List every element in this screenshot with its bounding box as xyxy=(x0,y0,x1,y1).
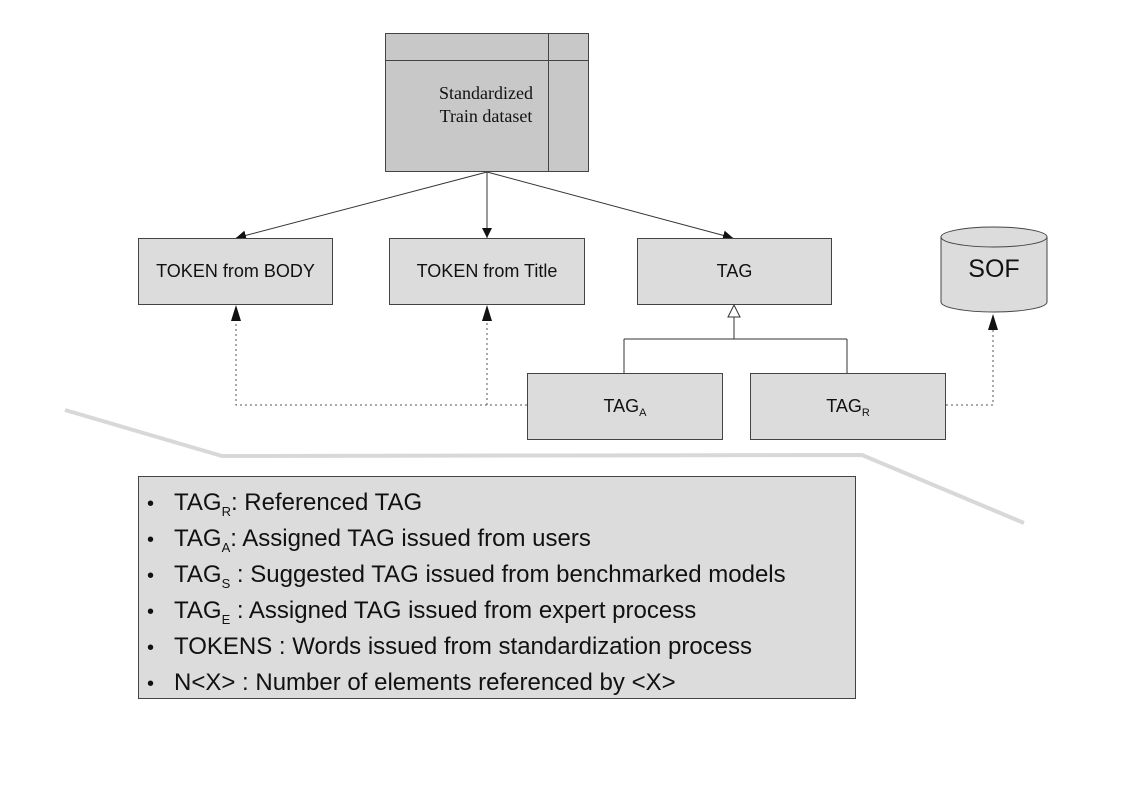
arrow-dataset-to-token-body xyxy=(235,171,488,241)
token-from-body-label: TOKEN from BODY xyxy=(156,261,315,281)
dotted-tag-a-to-tokens xyxy=(231,305,527,406)
separator-line xyxy=(64,408,1025,525)
dataset-label: Standardized Train dataset xyxy=(406,82,566,128)
legend-item-tag-a: •TAGA: Assigned TAG issued from users xyxy=(147,525,591,555)
train-dataset-table: Standardized Train dataset xyxy=(385,33,589,172)
tag-label: TAG xyxy=(716,261,753,281)
legend-item-n-x: •N<X> : Number of elements referenced by… xyxy=(147,669,676,696)
tag-box: TAG xyxy=(637,238,832,305)
sof-label: SOF xyxy=(968,255,1020,283)
token-from-body-box: TOKEN from BODY xyxy=(138,238,333,305)
inheritance-triangle xyxy=(727,303,741,318)
tag-r-box: TAGR xyxy=(750,373,946,440)
token-from-title-label: TOKEN from Title xyxy=(416,261,558,281)
dotted-tag-r-to-sof xyxy=(946,314,998,406)
legend-item-tokens: •TOKENS : Words issued from standardizat… xyxy=(147,633,753,660)
dataset-label-line1: Standardized xyxy=(439,83,533,103)
tag-a-box: TAGA xyxy=(527,373,723,440)
legend-list: •TAGR: Referenced TAG •TAGA: Assigned TA… xyxy=(147,485,855,701)
dataset-label-line2: Train dataset xyxy=(439,106,533,126)
tag-a-label: TAGA xyxy=(603,396,647,419)
inheritance-connector xyxy=(623,303,848,373)
legend-item-tag-e: •TAGE : Assigned TAG issued from expert … xyxy=(147,597,697,627)
legend-item-tag-s: •TAGS : Suggested TAG issued from benchm… xyxy=(147,561,786,591)
sof-database-icon xyxy=(940,226,1048,313)
legend-box: •TAGR: Referenced TAG •TAGA: Assigned TA… xyxy=(138,476,856,699)
arrow-dataset-to-tag xyxy=(486,171,734,241)
token-from-title-box: TOKEN from Title xyxy=(389,238,585,305)
legend-item-tag-r: •TAGR: Referenced TAG xyxy=(147,489,423,519)
tag-r-label: TAGR xyxy=(826,396,870,419)
